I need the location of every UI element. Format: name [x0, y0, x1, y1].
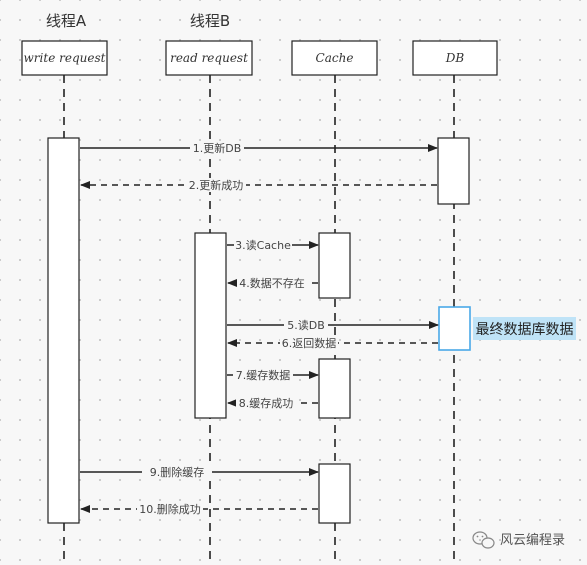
message-8: 8.缓存成功: [227, 396, 318, 410]
participant-writer-label: write request: [24, 51, 106, 65]
thread-a-label: 线程A: [46, 12, 87, 30]
message-6-label: 6.返回数据: [282, 336, 337, 350]
participant-reader-label: read request: [170, 51, 248, 65]
message-5-label: 5.读DB: [287, 318, 325, 332]
participant-db: DB: [412, 40, 498, 76]
final-db-data-note: 最终数据库数据: [473, 317, 576, 340]
cache-activation-3: [318, 463, 351, 524]
message-2-label: 2.更新成功: [189, 178, 244, 192]
watermark-text: 风云编程录: [500, 533, 565, 548]
participant-db-label: DB: [445, 51, 465, 65]
message-4-label: 4.数据不存在: [239, 276, 305, 290]
participant-reader: read request: [165, 40, 253, 76]
db-activation-1: [437, 137, 470, 205]
wechat-icon: [472, 531, 495, 549]
message-9: 9.删除缓存: [80, 465, 319, 479]
message-2: 2.更新成功: [80, 178, 437, 192]
message-3-label: 3.读Cache: [235, 238, 291, 252]
db-activation-highlighted: [438, 306, 471, 351]
reader-activation: [194, 232, 227, 419]
message-10-label: 10.删除成功: [139, 502, 201, 516]
participant-cache: Cache: [291, 40, 378, 76]
participant-cache-label: Cache: [316, 51, 354, 65]
message-4: 4.数据不存在: [227, 276, 318, 290]
message-10: 10.删除成功: [80, 502, 318, 516]
message-1-label: 1.更新DB: [193, 141, 242, 155]
message-9-label: 9.删除缓存: [150, 465, 205, 479]
message-6: 6.返回数据: [227, 336, 438, 350]
message-5: 5.读DB: [227, 318, 439, 332]
message-7: 7.缓存数据: [227, 368, 319, 382]
watermark: 风云编程录: [472, 531, 565, 549]
message-7-label: 7.缓存数据: [236, 368, 291, 382]
message-1: 1.更新DB: [80, 141, 438, 155]
thread-b-label: 线程B: [190, 12, 230, 30]
message-8-label: 8.缓存成功: [239, 396, 294, 410]
writer-activation: [47, 137, 80, 524]
cache-activation-1: [318, 232, 351, 299]
cache-activation-2: [318, 358, 351, 419]
participant-writer: write request: [21, 40, 108, 76]
message-3: 3.读Cache: [227, 238, 319, 252]
final-db-data-label: 最终数据库数据: [476, 322, 574, 338]
